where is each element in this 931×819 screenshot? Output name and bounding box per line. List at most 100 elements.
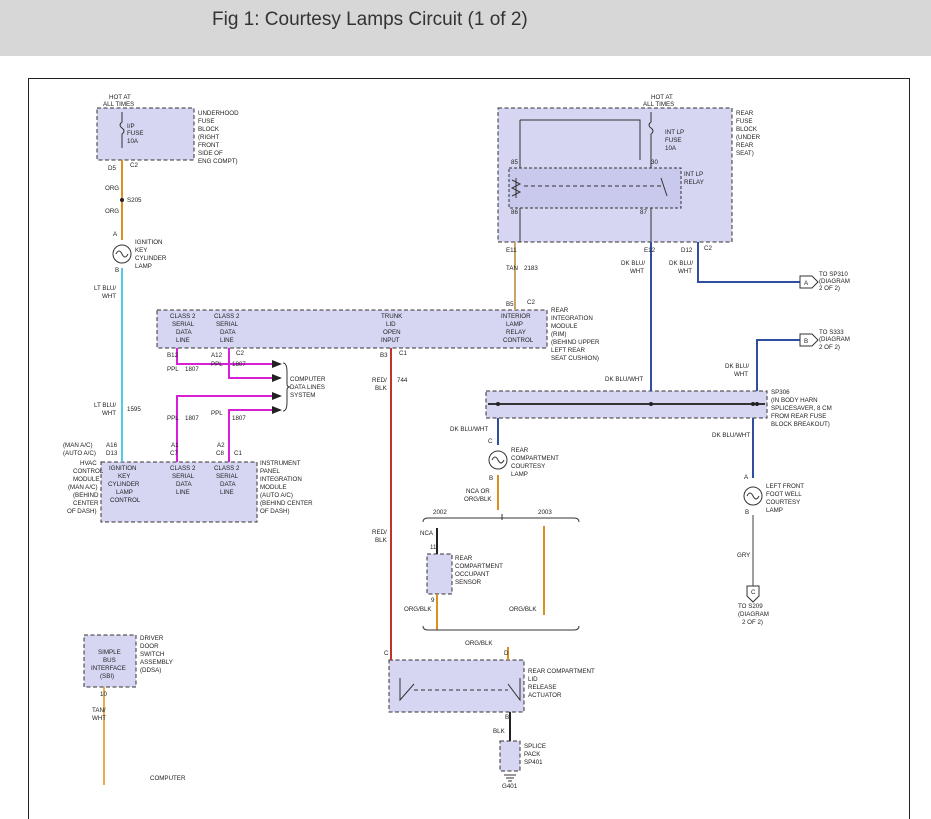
label-c2183: 2183 [524, 265, 538, 272]
label-n1807c: 1807 [185, 415, 199, 422]
label-ppl2: PPL [211, 361, 223, 368]
label-hvac1: HVAC [80, 460, 97, 467]
label-ltblu1a: LT BLU/ [94, 285, 116, 292]
label-ufb6: SIDE OF [198, 150, 223, 157]
label-lff4: LAMP [766, 507, 783, 514]
label-ltblu2a: LT BLU/ [94, 402, 116, 409]
diagram-frame [28, 78, 910, 819]
actuator-switches [399, 678, 521, 702]
label-dkblu6: DK BLU/WHT [712, 432, 750, 439]
label-pinD: D [504, 650, 509, 657]
label-redblk2a: RED/ [372, 529, 387, 536]
label-b12: B12 [167, 352, 179, 359]
label-to310b: (DIAGRAM [819, 278, 850, 285]
label-dds2: DOOR [140, 643, 159, 650]
label-to209a: TO S209 [738, 603, 763, 610]
label-ppl4: PPL [211, 410, 223, 417]
label-pinB3: B [745, 509, 749, 516]
label-d12: D12 [681, 247, 693, 254]
label-dkblu5: DK BLU/WHT [450, 426, 488, 433]
label-manac1: (MAN A/C) [63, 442, 93, 449]
label-rcl3: COURTESY [511, 463, 545, 470]
label-rcla2: LID [528, 676, 538, 683]
label-rim3: MODULE [551, 323, 577, 330]
label-rim2: INTEGRATION [551, 315, 593, 322]
label-cls1c: DATA [176, 329, 192, 336]
label-intlp1: INT LP [665, 129, 684, 136]
label-cls3b: SERIAL [172, 473, 195, 480]
label-org2: ORG [105, 208, 119, 215]
label-dkblu4a: DK BLU/ [725, 363, 749, 370]
label-pinC2: C [384, 650, 389, 657]
label-dds1: DRIVER [140, 635, 164, 642]
int-lp-relay-box [508, 167, 682, 209]
label-rfb6: SEAT) [736, 150, 754, 157]
label-orgblk2: ORG/BLK [509, 606, 537, 613]
label-intlp2: FUSE [665, 137, 682, 144]
label-autoac1: (AUTO A/C) [63, 450, 96, 457]
label-rim6: LEFT REAR [551, 347, 585, 354]
label-d13: D13 [106, 450, 118, 457]
label-lff1: LEFT FRONT [766, 483, 804, 490]
label-blk: BLK [493, 728, 506, 735]
label-c8: C8 [216, 450, 224, 457]
label-c7: C7 [170, 450, 178, 457]
label-pinC1: C [488, 438, 493, 445]
label-lff2: FOOT WELL [766, 491, 802, 498]
label-sp401b: PACK [524, 751, 541, 758]
label-g401: G401 [502, 783, 518, 790]
label-cdl2: DATA LINES [290, 384, 325, 391]
label-orgblk3: ORG/BLK [465, 640, 493, 647]
label-ign5: CONTROL [110, 497, 141, 504]
label-rcos3: OCCUPANT [455, 571, 489, 578]
label-c1a: C1 [399, 350, 407, 357]
label-pinA1: A [113, 231, 118, 238]
label-to333b: (DIAGRAM [819, 336, 850, 343]
label-c2b: C2 [704, 245, 712, 252]
wire-ppl-2 [228, 348, 280, 379]
label-sp306b: (IN BODY HARN [771, 397, 818, 404]
label-hvac2: CONTROL [73, 468, 104, 475]
computer-data-lines-brace [282, 362, 291, 412]
label-dds4: ASSEMBLY [140, 659, 173, 666]
label-e11: E11 [506, 247, 517, 254]
label-c2c: C2 [527, 299, 535, 306]
label-cls2d: LINE [220, 337, 234, 344]
label-ipim1: INSTRUMENT [260, 460, 301, 467]
ground-symbol [504, 774, 516, 782]
simple-bus-interface [83, 634, 137, 688]
label-redblk1a: RED/ [372, 377, 387, 384]
label-redblk1b: BLK [375, 385, 388, 392]
label-to310c: 2 OF 2) [819, 285, 840, 292]
label-sbi2: BUS [103, 657, 116, 664]
splice-dots [120, 198, 759, 406]
label-n86: 86 [511, 209, 518, 216]
label-y2003: 2003 [538, 509, 552, 516]
ignition-key-cylinder-lamp [112, 244, 132, 264]
filament-2 [491, 456, 505, 464]
label-pinB2: B [489, 475, 493, 482]
label-ikl4: LAMP [135, 263, 152, 270]
label-conB: B [804, 338, 808, 345]
label-sp401c: SP401 [524, 759, 543, 766]
label-cls1b: SERIAL [172, 321, 195, 328]
label-computer: COMPUTER [150, 775, 186, 782]
label-redblk2b: BLK [375, 537, 388, 544]
label-ufb4: (RIGHT [198, 134, 220, 141]
label-to333a: TO S333 [819, 329, 844, 336]
year-brace-bottom [422, 625, 580, 631]
label-dkblu2b: WHT [678, 268, 692, 275]
label-ign4: LAMP [116, 489, 133, 496]
label-rcl4: LAMP [511, 471, 528, 478]
int-lp-fuse-symbol [648, 112, 654, 160]
label-a12: A12 [211, 352, 223, 359]
label-cls4a: CLASS 2 [214, 465, 240, 472]
label-rcla1: REAR COMPARTMENT [528, 668, 595, 675]
label-hot2b: ALL TIMES [643, 101, 674, 108]
label-ufb2: FUSE [198, 118, 215, 125]
label-ufb3: BLOCK [198, 126, 220, 133]
label-ign1: IGNITION [109, 465, 137, 472]
label-ipim4: MODULE [260, 484, 286, 491]
label-cdl1: COMPUTER [290, 376, 326, 383]
